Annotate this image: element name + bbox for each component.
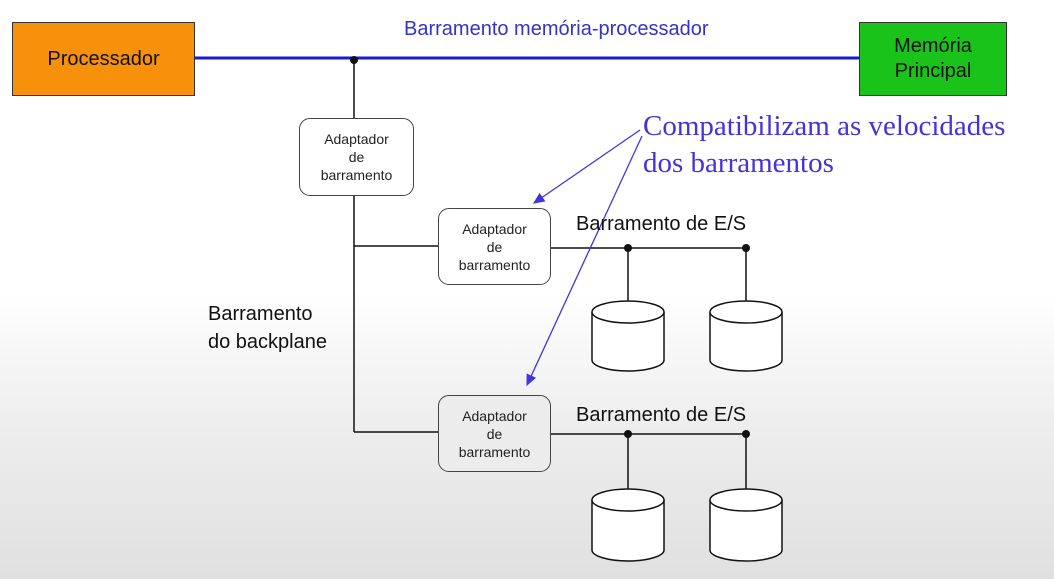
disk-icon — [709, 488, 783, 562]
adapter-label-line1: Adaptador — [324, 131, 389, 147]
adapter-label-line2: de — [486, 425, 503, 442]
processor-box: Processador — [12, 22, 195, 96]
adapter-label-line2: de — [348, 149, 365, 165]
disk-icon — [591, 488, 665, 562]
bus-adapter-io-1: Adaptador de barramento — [438, 208, 551, 285]
disk-icon — [709, 300, 783, 372]
main-memory-box: Memória Principal — [859, 22, 1007, 96]
memory-label-line2: Principal — [894, 60, 972, 82]
disk-icon — [591, 300, 665, 372]
annotation-arrow-2 — [526, 135, 643, 387]
backplane-label-line2: do backplane — [208, 331, 327, 353]
processor-label: Processador — [47, 47, 160, 70]
io-bus-label-2: Barramento de E/S — [576, 404, 747, 426]
io-bus-label-1: Barramento de E/S — [576, 213, 747, 235]
annotation-line1: Compatibilizam as velocidades — [643, 110, 1006, 142]
backplane-bus-label: Barramento do backplane — [208, 300, 327, 356]
bus-adapter-top: Adaptador de barramento — [299, 118, 414, 196]
adapter-label-line2: de — [486, 238, 503, 255]
annotation-note: Compatibilizam as velocidades dos barram… — [643, 108, 1005, 182]
adapter-label-line3: barramento — [458, 256, 531, 273]
backplane-label-line1: Barramento — [208, 303, 313, 325]
bus-adapter-io-2: Adaptador de barramento — [438, 395, 551, 472]
memory-label-line1: Memória — [894, 35, 972, 57]
adapter-label-line3: barramento — [320, 167, 393, 183]
annotation-line2: dos barramentos — [643, 147, 834, 179]
adapter-label-line1: Adaptador — [462, 407, 527, 424]
memory-processor-bus-label: Barramento memória-processador — [404, 18, 709, 40]
adapter-label-line1: Adaptador — [462, 220, 527, 237]
adapter-label-line3: barramento — [458, 443, 531, 460]
annotation-arrow-1 — [532, 129, 641, 204]
